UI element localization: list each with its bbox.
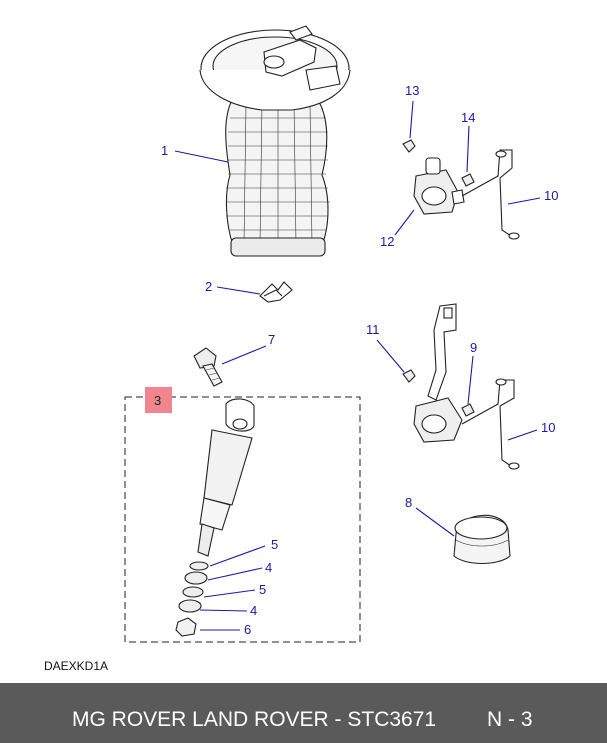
callouts: 1 2 3 4 4 5 5 6 7 8 9 10 10 11 12 13 14 bbox=[154, 83, 558, 637]
kit-boundary bbox=[124, 396, 361, 643]
footer-title: MG ROVER LAND ROVER - STC3671 bbox=[72, 708, 437, 731]
retaining-clip bbox=[259, 281, 293, 303]
callout-4b: 4 bbox=[250, 603, 257, 618]
callout-9: 9 bbox=[470, 340, 477, 355]
callout-12: 12 bbox=[380, 234, 394, 249]
callout-4a: 4 bbox=[265, 560, 272, 575]
callout-2: 2 bbox=[205, 279, 212, 294]
bolt bbox=[193, 347, 223, 387]
callout-10b: 10 bbox=[541, 420, 555, 435]
callout-11: 11 bbox=[366, 322, 380, 337]
parts-diagram: 1 2 3 4 4 5 5 6 7 8 9 10 10 11 12 13 14 bbox=[124, 25, 558, 643]
callout-8: 8 bbox=[405, 495, 412, 510]
callout-6: 6 bbox=[244, 622, 251, 637]
callout-5a: 5 bbox=[271, 537, 278, 552]
air-spring bbox=[199, 25, 351, 257]
kit-highlight bbox=[145, 387, 172, 413]
leader-lines bbox=[174, 100, 541, 631]
page-number: N - 3 bbox=[487, 708, 533, 731]
callout-14: 14 bbox=[461, 110, 475, 125]
shock-absorber bbox=[175, 398, 255, 637]
callout-3: 3 bbox=[154, 393, 161, 408]
lower-valve-assembly bbox=[402, 303, 520, 470]
bump-stop bbox=[453, 514, 511, 565]
callout-1: 1 bbox=[161, 143, 168, 158]
diagram-code: DAEXKD1A bbox=[44, 659, 109, 673]
callout-13: 13 bbox=[405, 83, 419, 98]
footer-bar: MG ROVER LAND ROVER - STC3671 N - 3 bbox=[0, 683, 607, 743]
callout-5b: 5 bbox=[259, 582, 266, 597]
callout-7: 7 bbox=[268, 332, 275, 347]
upper-valve-assembly bbox=[402, 139, 520, 240]
callout-10a: 10 bbox=[544, 188, 558, 203]
